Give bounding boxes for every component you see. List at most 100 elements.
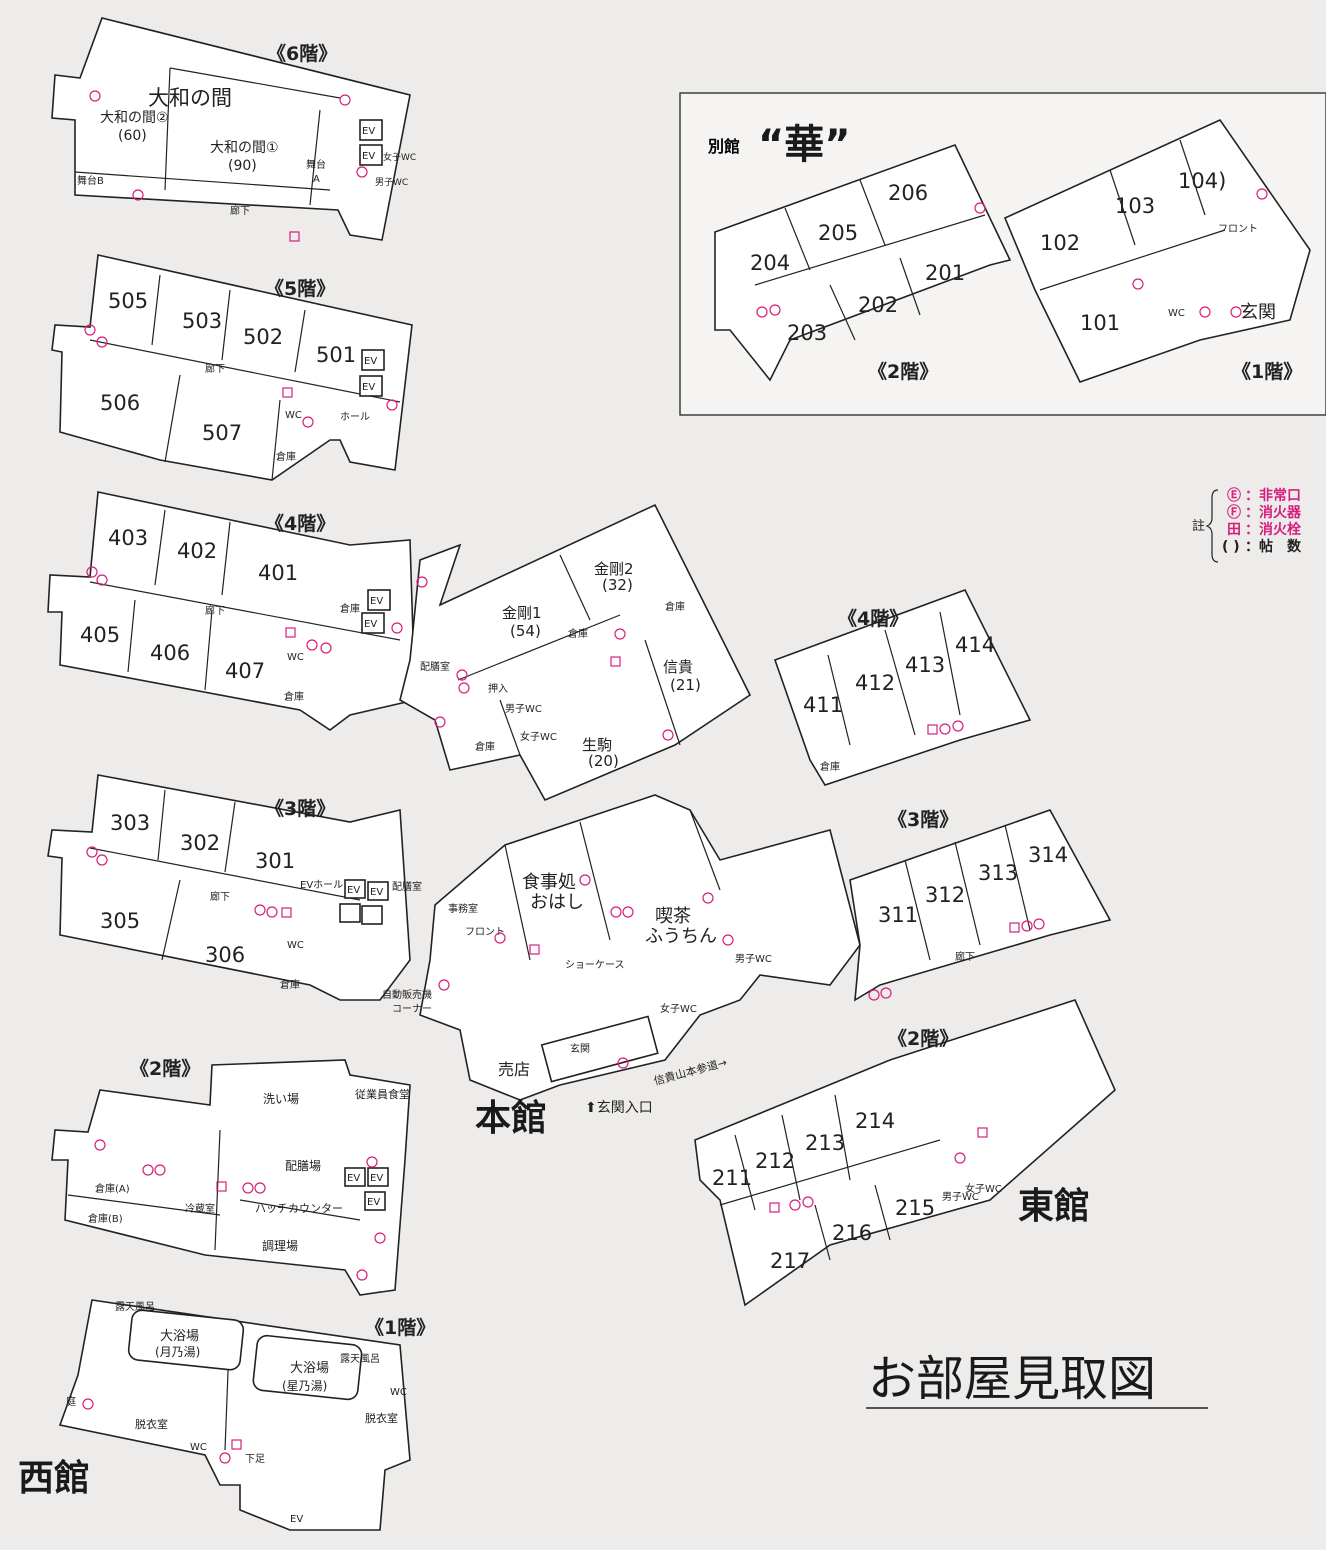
west-5f: 《5階》 505 503 502 501 506 507 廊下 ホール 倉庫 W… xyxy=(51,254,413,481)
floor-label-east-3f: 《3階》 xyxy=(888,808,958,831)
room-kongo1-size: (54) xyxy=(510,622,541,640)
room-305: 305 xyxy=(100,909,140,933)
stage-b: 舞台B xyxy=(77,174,104,187)
exit-icon xyxy=(458,682,470,694)
bath-hoshi-label: 大浴場 xyxy=(290,1361,329,1376)
room-215: 215 xyxy=(895,1196,935,1220)
extinguisher-icon xyxy=(1199,306,1211,318)
elevator-box xyxy=(359,119,383,141)
extinguisher-icon xyxy=(1033,918,1045,930)
room-shokuji: 食事処 xyxy=(522,872,576,893)
room-shigi-size: (21) xyxy=(670,676,701,694)
datsui-2: 脱衣室 xyxy=(365,1411,398,1425)
soko-4f: 倉庫 xyxy=(568,627,588,640)
extinguisher-icon xyxy=(438,979,450,991)
room-kongo1: 金剛1 xyxy=(502,604,542,622)
hydrant-icon xyxy=(281,907,292,918)
extinguisher-icon xyxy=(579,874,591,886)
exit-icon xyxy=(662,729,674,741)
room-kongo2-size: (32) xyxy=(602,576,633,594)
extinguisher-icon xyxy=(880,987,892,999)
hydrant-icon xyxy=(216,1181,227,1192)
extinguisher-icon xyxy=(302,416,314,428)
annex-name: “華” xyxy=(758,122,851,168)
annex-room-102: 102 xyxy=(1040,231,1080,255)
floor-label-6f: 《6階》 xyxy=(267,42,337,65)
legend-symbol-size: ( ) xyxy=(1222,539,1240,555)
annex-box: 別館 “華” 204 205 206 203 202 201 《2階》 102 … xyxy=(679,92,1326,416)
wc-men-east-2f: 男子WC xyxy=(942,1191,979,1203)
wc-west-1f: WC xyxy=(190,1442,207,1453)
room-ikoma-size: (20) xyxy=(588,752,619,770)
hydrant-icon xyxy=(610,656,621,667)
west-1f: 西館 《1階》 露天風呂 露天風呂 大浴場 (月乃湯) 大浴場 (星乃湯) 脱衣… xyxy=(18,1299,435,1531)
exit-icon xyxy=(939,723,951,735)
storage-4f: 倉庫 xyxy=(340,602,360,615)
annex-front: フロント xyxy=(1218,224,1258,235)
ev-hall-3f: EVホール xyxy=(300,879,343,891)
floor-label-west-1f: 《1階》 xyxy=(365,1316,435,1339)
room-kongo2: 金剛2 xyxy=(594,560,634,578)
soko-4f-c: 倉庫 xyxy=(475,740,495,753)
hydrant-icon xyxy=(529,944,540,955)
floor-label-4f: 《4階》 xyxy=(265,512,335,535)
west-3f: 《3階》 303 302 301 305 306 廊下 EVホール 倉庫 WC … xyxy=(47,774,422,1001)
bath-hoshi-name: (星乃湯) xyxy=(282,1379,327,1393)
genkan-entry: ⬆玄関入口 xyxy=(585,1099,653,1116)
corridor-4f: 廊下 xyxy=(205,604,225,617)
exit-icon xyxy=(82,1398,94,1410)
legend-symbol-extinguisher: Ⓕ xyxy=(1227,504,1241,521)
hydrant-icon xyxy=(282,387,293,398)
extinguisher-icon xyxy=(366,1156,378,1168)
extinguisher-icon xyxy=(96,574,108,586)
title-block: お部屋見取図 xyxy=(866,1351,1208,1409)
legend-label-size: ：帖 数 xyxy=(1245,538,1302,555)
room-406: 406 xyxy=(150,641,190,665)
haizen-3f: 配膳室 xyxy=(392,880,422,893)
ev-label: EV xyxy=(370,596,383,607)
extinguisher-icon xyxy=(416,576,428,588)
elevator-box xyxy=(367,589,391,611)
storage-4f-b: 倉庫 xyxy=(284,690,304,703)
genkan: 玄関 xyxy=(570,1042,590,1055)
hydrant-icon xyxy=(927,724,938,735)
room-501: 501 xyxy=(316,343,356,367)
room-212: 212 xyxy=(755,1149,795,1173)
jihanki-corner: コーナー xyxy=(392,1003,432,1015)
room-ohashi: おはし xyxy=(530,892,584,913)
extinguisher-icon xyxy=(339,94,351,106)
exit-icon xyxy=(868,989,880,1001)
exit-icon xyxy=(789,1199,801,1211)
extinguisher-icon xyxy=(456,669,468,681)
elevator-box xyxy=(359,375,383,397)
room-402: 402 xyxy=(177,539,217,563)
exit-icon xyxy=(306,639,318,651)
extinguisher-icon xyxy=(802,1196,814,1208)
extinguisher-icon xyxy=(622,906,634,918)
legend-symbol-exit: Ⓔ xyxy=(1227,487,1241,504)
extinguisher-icon xyxy=(374,1232,386,1244)
elevator-box xyxy=(364,1191,386,1211)
oshiire-4f: 押入 xyxy=(488,682,508,695)
elevator-box xyxy=(367,1167,389,1187)
room-216: 216 xyxy=(832,1221,872,1245)
bath-hoshi xyxy=(252,1334,363,1401)
extinguisher-icon xyxy=(94,1139,106,1151)
extinguisher-icon xyxy=(356,166,368,178)
map-title: お部屋見取図 xyxy=(868,1351,1156,1407)
niwa: 庭 xyxy=(66,1395,76,1408)
room-214: 214 xyxy=(855,1109,895,1133)
room-311: 311 xyxy=(878,903,918,927)
floor-label-3f: 《3階》 xyxy=(265,797,335,820)
wc-5f: WC xyxy=(285,410,302,421)
room-306: 306 xyxy=(205,943,245,967)
west-6f: 《6階》 大和の間 大和の間② (60) 大和の間① (90) 舞台 A 舞台B… xyxy=(51,17,416,242)
wc-men-1f: 男子WC xyxy=(735,953,772,965)
elevator-box xyxy=(367,881,389,901)
bath-tsuki xyxy=(127,1309,245,1371)
exit-icon xyxy=(1021,920,1033,932)
elevator-box xyxy=(339,903,361,923)
room-503: 503 xyxy=(182,309,222,333)
extinguisher-icon xyxy=(132,189,144,201)
